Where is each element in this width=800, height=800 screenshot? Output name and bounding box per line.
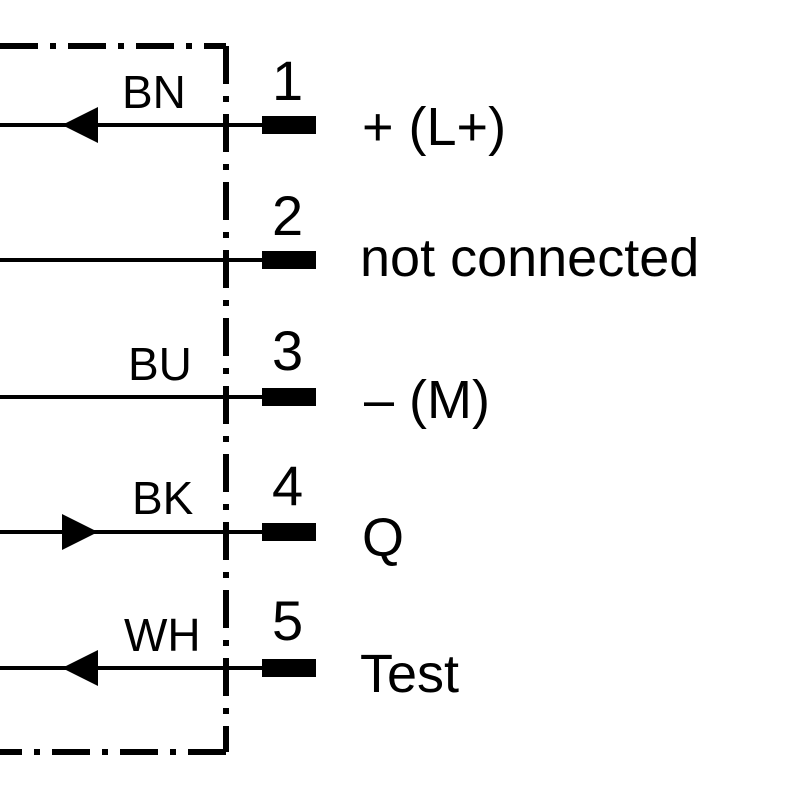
pin-terminal-1 bbox=[262, 116, 316, 134]
arrow-in-icon bbox=[62, 107, 98, 143]
pin-row-3: BU 3 – (M) bbox=[0, 319, 490, 430]
arrow-in-icon bbox=[62, 650, 98, 686]
wire-color-label: BU bbox=[128, 338, 192, 390]
pin-signal: not connected bbox=[360, 228, 699, 288]
pin-number: 5 bbox=[272, 589, 303, 652]
pin-signal: + (L+) bbox=[362, 97, 506, 157]
pin-number: 1 bbox=[272, 49, 303, 112]
pin-signal: – (M) bbox=[364, 370, 490, 430]
arrow-out-icon bbox=[62, 514, 98, 550]
pin-signal: Q bbox=[362, 508, 404, 568]
wire-color-label: WH bbox=[124, 609, 201, 661]
pin-terminal-4 bbox=[262, 523, 316, 541]
pin-terminal-2 bbox=[262, 251, 316, 269]
wire-color-label: BK bbox=[132, 472, 194, 524]
pin-row-2: 2 not connected bbox=[0, 184, 699, 288]
pin-number: 3 bbox=[272, 319, 303, 382]
pin-signal: Test bbox=[360, 644, 459, 704]
pin-number: 4 bbox=[272, 454, 303, 517]
wire-color-label: BN bbox=[122, 66, 186, 118]
pin-terminal-3 bbox=[262, 388, 316, 406]
pin-terminal-5 bbox=[262, 659, 316, 677]
pin-row-5: WH 5 Test bbox=[0, 589, 459, 704]
pin-row-1: BN 1 + (L+) bbox=[0, 49, 506, 157]
pin-number: 2 bbox=[272, 184, 303, 247]
pin-row-4: BK 4 Q bbox=[0, 454, 404, 568]
